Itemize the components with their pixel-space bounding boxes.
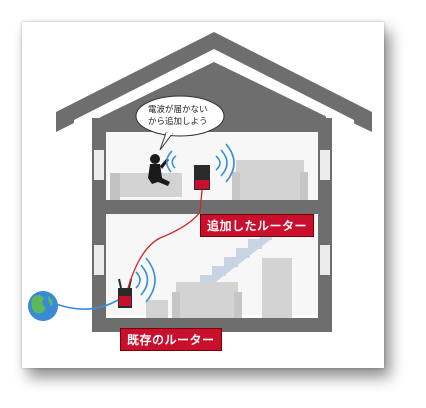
left-window-lower [94, 245, 104, 275]
existing-router-label: 既存のルーター [120, 328, 222, 351]
speech-bubble-text: 電波が届かない から追加しよう [148, 104, 208, 128]
wifi-wave-added [165, 143, 235, 183]
roof [56, 32, 372, 132]
left-window-upper [94, 150, 104, 180]
upstairs-sofa [236, 160, 304, 200]
middle-floor [92, 200, 332, 214]
sofa-arm-right [300, 172, 308, 200]
bubble-line-2: から追加しよう [148, 117, 208, 127]
router-cable [127, 189, 203, 289]
added-router-label: 追加したルーター [200, 214, 315, 237]
dsofa-arm-right [234, 292, 242, 318]
speech-bubble [135, 95, 225, 137]
dsofa-arm-left [172, 292, 180, 318]
right-window-upper [320, 150, 330, 180]
sofa-arm-left [232, 172, 240, 200]
bed-headboard [110, 173, 120, 200]
right-wall [318, 118, 332, 330]
left-wall [92, 118, 106, 330]
wifi-wave-existing [135, 257, 156, 303]
downstairs-sofa [176, 282, 238, 318]
bubble-line-1: 電波が届かない [148, 105, 208, 115]
shelf [262, 258, 292, 318]
globe-icon [28, 291, 58, 321]
side-table [146, 300, 168, 318]
right-window-lower [320, 245, 330, 275]
added-router-icon [194, 165, 210, 190]
internet-cable [55, 299, 119, 310]
